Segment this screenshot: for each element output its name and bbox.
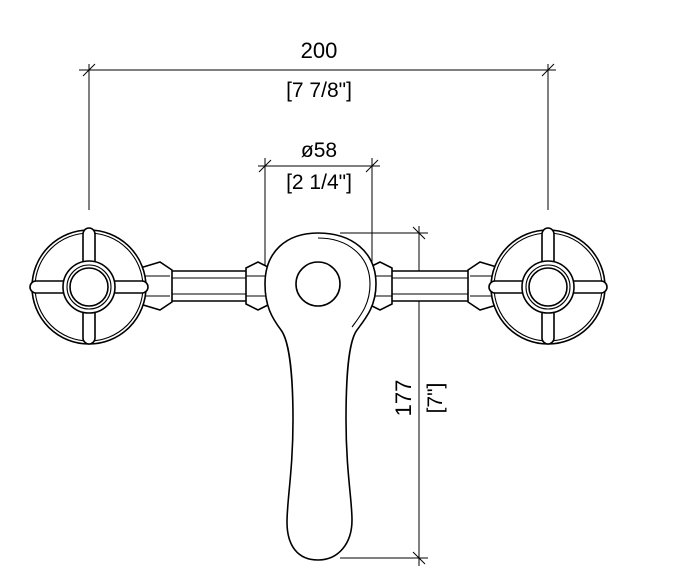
left-outer-nut xyxy=(139,261,173,311)
right-cross-handle xyxy=(488,227,608,345)
width-metric-label: 200 xyxy=(301,38,338,63)
width-dimension: 200 [7 7/8"] xyxy=(79,38,556,210)
diameter-dimension: ø58 [2 1/4"] xyxy=(258,139,380,270)
height-metric-label: 177 xyxy=(391,380,416,417)
left-cross-handle xyxy=(29,227,149,345)
diameter-metric-label: ø58 xyxy=(301,139,337,162)
central-lever-handle xyxy=(264,232,377,561)
diameter-imperial-label: [2 1/4"] xyxy=(286,171,352,194)
height-imperial-label: [7"] xyxy=(424,383,447,414)
width-imperial-label: [7 7/8"] xyxy=(286,79,352,102)
